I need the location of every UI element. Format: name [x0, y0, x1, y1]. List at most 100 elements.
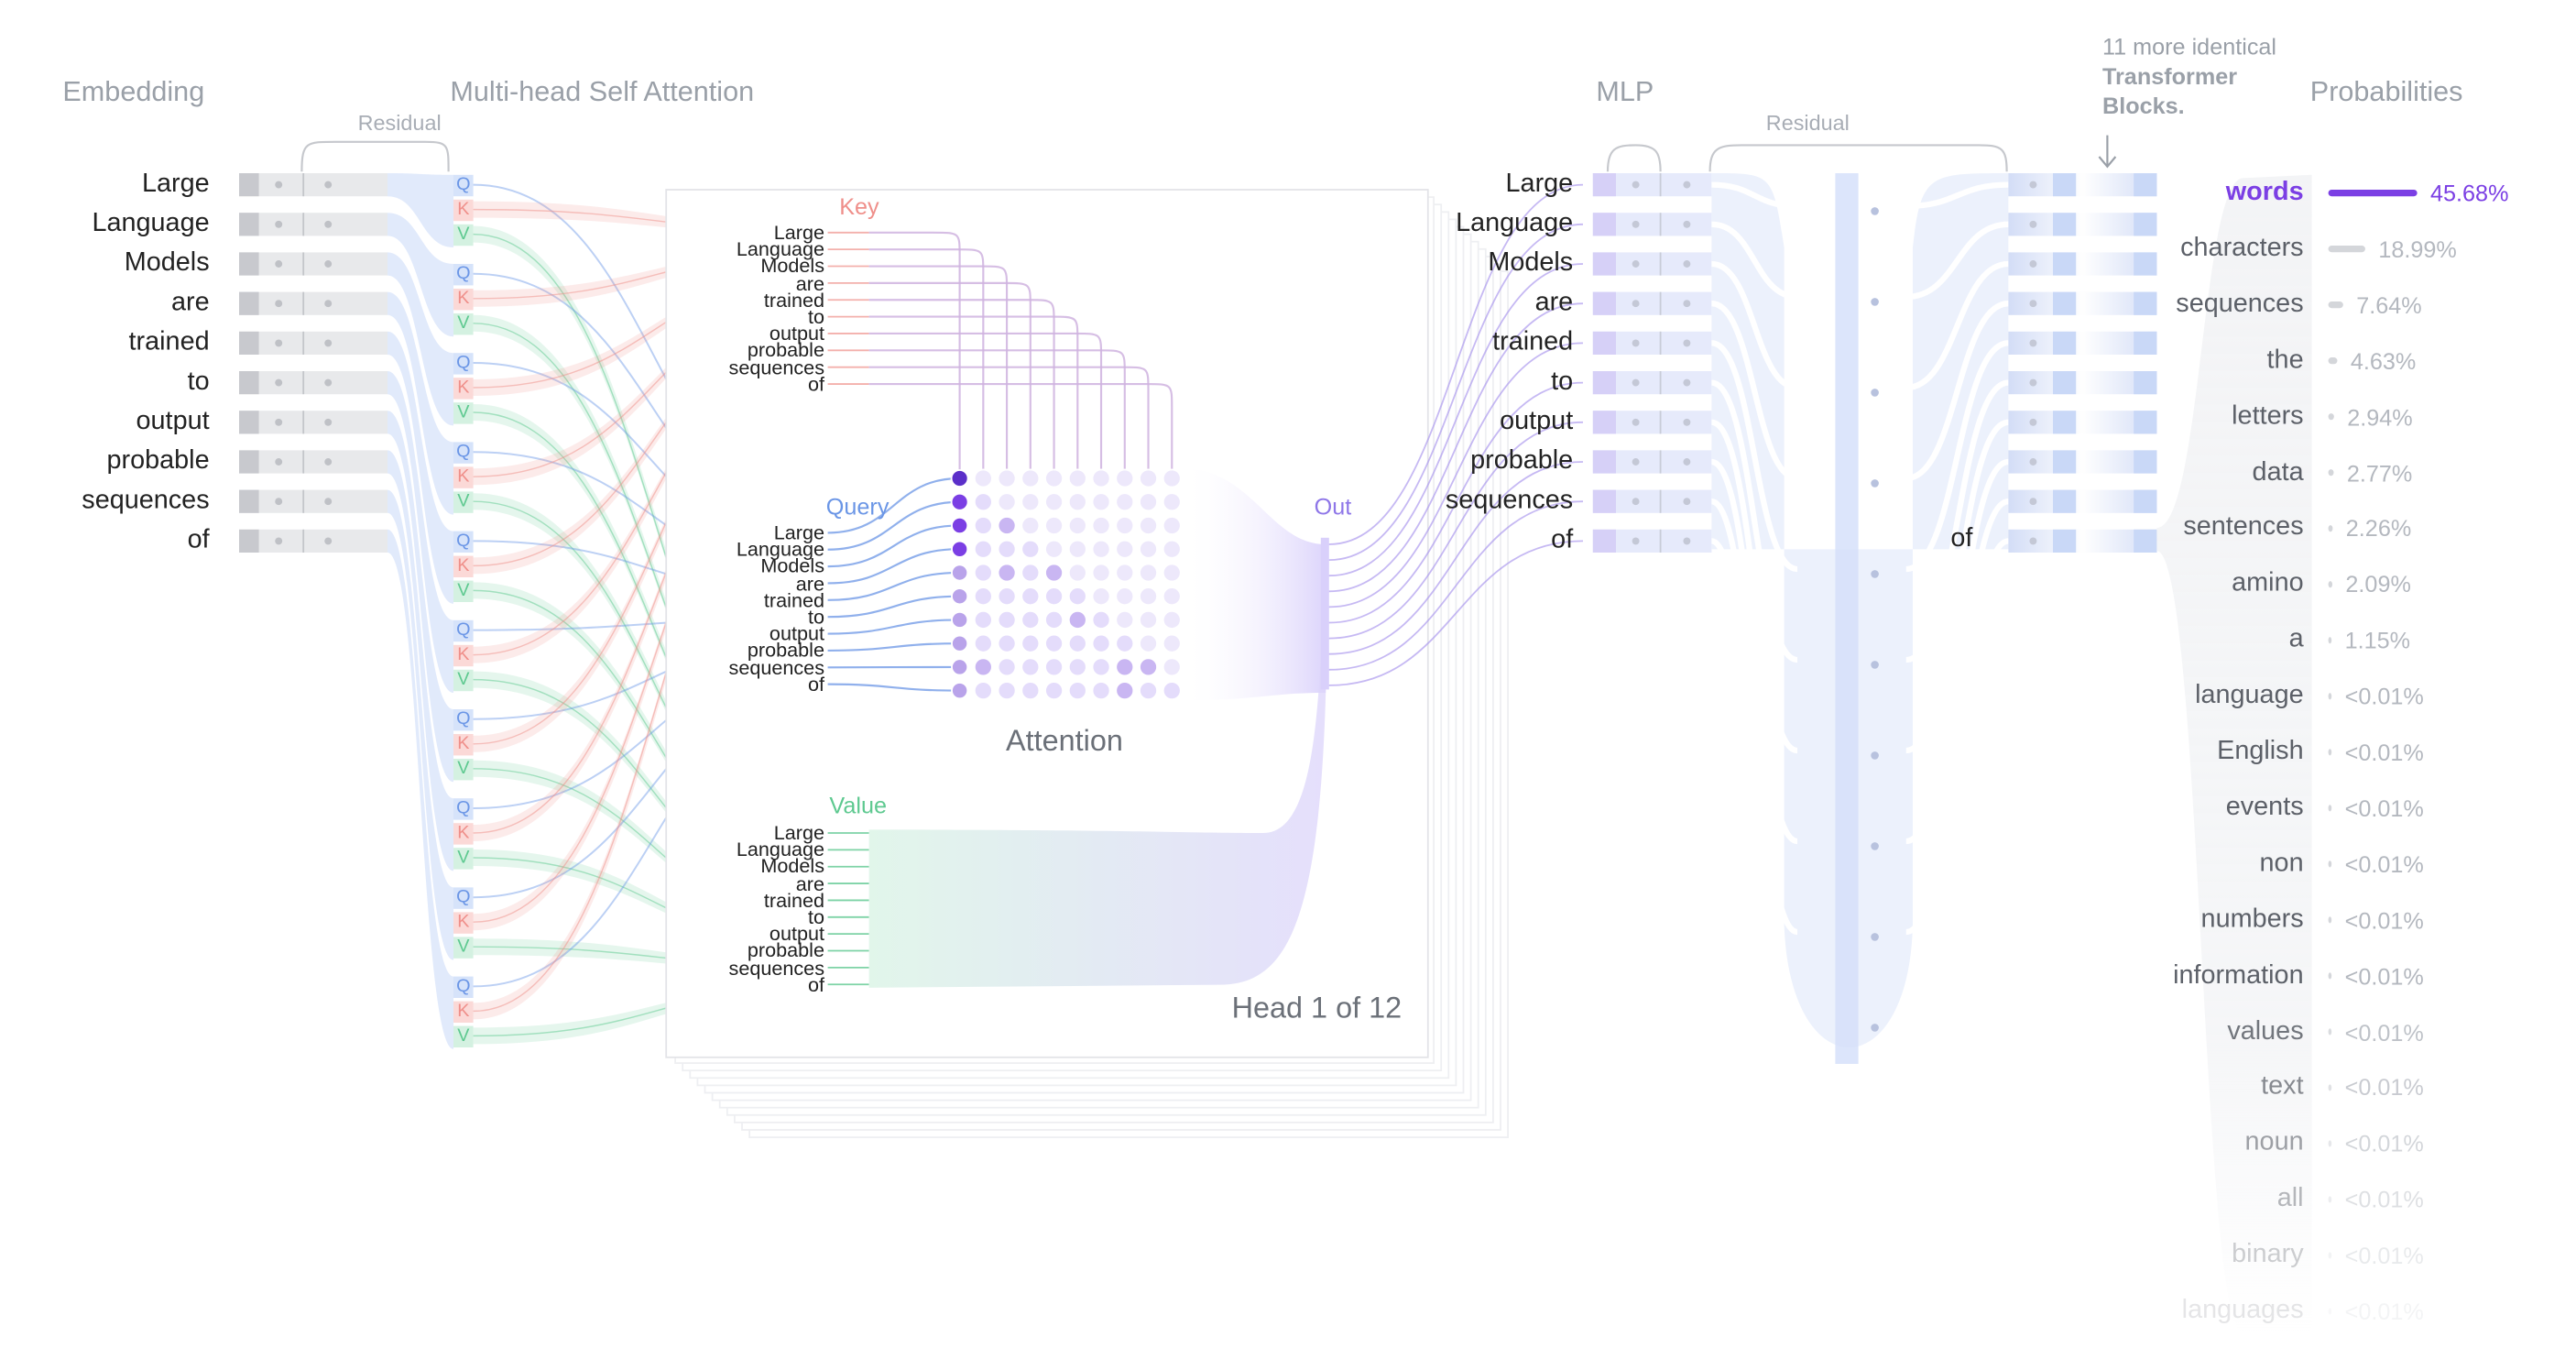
attention-cell	[1140, 658, 1157, 675]
embedding-title: Embedding	[62, 76, 204, 109]
probability-bar	[2329, 860, 2332, 867]
probability-word: information	[2106, 959, 2304, 992]
attention-cell	[1021, 541, 1039, 558]
embedding-token: are	[171, 287, 210, 320]
mlp-dot	[1683, 419, 1690, 426]
attention-cell	[952, 636, 967, 652]
block-dot	[2029, 181, 2036, 189]
mlp-title: MLP	[1596, 76, 1654, 109]
embedding-bar	[239, 213, 387, 236]
probability-word: values	[2106, 1015, 2304, 1048]
attention-cell	[1069, 541, 1086, 558]
attention-cell	[999, 587, 1016, 605]
block-dot	[2029, 300, 2036, 307]
mlp-hidden-dot	[1871, 298, 1879, 306]
probability-bar	[2329, 1252, 2332, 1258]
qkv-letter: V	[455, 937, 472, 957]
block-strip-cell	[2053, 450, 2076, 473]
mlp-hidden-dot	[1871, 751, 1879, 760]
probability-bar	[2329, 357, 2338, 364]
probability-value: <0.01%	[2345, 959, 2424, 992]
probability-word: amino	[2106, 568, 2304, 601]
attention-cell	[1140, 517, 1157, 534]
attention-cell	[1069, 493, 1086, 510]
attention-cell	[1116, 587, 1133, 605]
qkv-letter: Q	[455, 977, 472, 997]
embedding-bar-cap	[239, 530, 259, 553]
probability-value: <0.01%	[2345, 1295, 2424, 1328]
probability-word: data	[2106, 456, 2304, 489]
mlp-dot	[1632, 419, 1640, 426]
mlp-hidden-dot	[1871, 570, 1879, 578]
embedding-bar	[239, 332, 387, 355]
probability-bar	[2329, 805, 2332, 811]
embedding-dot	[324, 339, 332, 346]
block-dot	[2029, 458, 2036, 466]
probability-value: <0.01%	[2345, 904, 2424, 937]
attention-cell	[952, 494, 968, 510]
qkv-letter: Q	[455, 620, 472, 641]
mlp-token: Language	[1456, 208, 1573, 241]
mlp-bar-cap	[1593, 173, 1616, 196]
block-dot	[2029, 260, 2036, 268]
embedding-token: Models	[125, 247, 210, 280]
probability-word: words	[2106, 177, 2304, 210]
mlp-token: to	[1551, 367, 1573, 400]
embedding-token: to	[188, 367, 210, 400]
mlp-hidden-dot	[1871, 207, 1879, 215]
qkv-letter: V	[455, 1026, 472, 1047]
attention-cell	[1045, 541, 1063, 558]
embedding-token: of	[188, 524, 210, 557]
attention-cell	[952, 659, 967, 674]
embedding-bar	[239, 450, 387, 473]
attention-cell	[1069, 469, 1086, 487]
attention-cell	[1163, 611, 1181, 629]
probability-bar	[2329, 190, 2418, 196]
attention-cell	[1116, 658, 1133, 675]
embedding-bar	[239, 411, 387, 433]
mlp-dot	[1683, 300, 1690, 307]
mlp-dot	[1632, 498, 1640, 505]
attention-cell	[999, 517, 1016, 534]
mlp-hidden-dot	[1871, 1024, 1879, 1032]
probability-word: the	[2106, 345, 2304, 378]
mlp-dot	[1632, 181, 1640, 189]
mlp-dot	[1632, 260, 1640, 268]
attention-cell	[1045, 682, 1063, 699]
probability-bar	[2329, 637, 2332, 643]
probability-value: <0.01%	[2345, 1183, 2424, 1216]
attention-cell	[1021, 587, 1039, 605]
probability-word: binary	[2106, 1239, 2304, 1272]
attention-cell	[1045, 611, 1063, 629]
attention-cell	[975, 541, 992, 558]
probability-value: 2.77%	[2347, 456, 2412, 489]
attention-cell	[1069, 658, 1086, 675]
block-dot	[2029, 339, 2036, 346]
block-strip-cell	[2053, 292, 2076, 315]
attention-cell	[975, 469, 992, 487]
attention-cell	[1093, 469, 1110, 487]
attention-cell	[1116, 493, 1133, 510]
probability-word: text	[2106, 1071, 2304, 1104]
qkv-letter: K	[455, 200, 472, 220]
probability-bar	[2329, 1308, 2332, 1314]
probability-word: all	[2106, 1183, 2304, 1216]
attention-cell	[975, 611, 992, 629]
probability-value: 2.26%	[2346, 512, 2411, 545]
attention-cell	[1116, 635, 1133, 652]
attention-cell	[952, 564, 967, 580]
attention-cell	[1140, 564, 1157, 581]
probability-value: <0.01%	[2345, 1127, 2424, 1160]
attention-cell	[1140, 682, 1157, 699]
query-token: of	[808, 676, 824, 693]
qkv-letter: V	[455, 491, 472, 511]
attention-cell	[1093, 564, 1110, 581]
attention-cell	[1069, 587, 1086, 605]
attention-cell	[1021, 493, 1039, 510]
block-strip-cell	[2053, 252, 2076, 275]
embedding-token: output	[136, 406, 210, 439]
mlp-bar-cap	[1593, 411, 1616, 433]
attention-cell	[1140, 587, 1157, 605]
probability-value: <0.01%	[2345, 848, 2424, 881]
